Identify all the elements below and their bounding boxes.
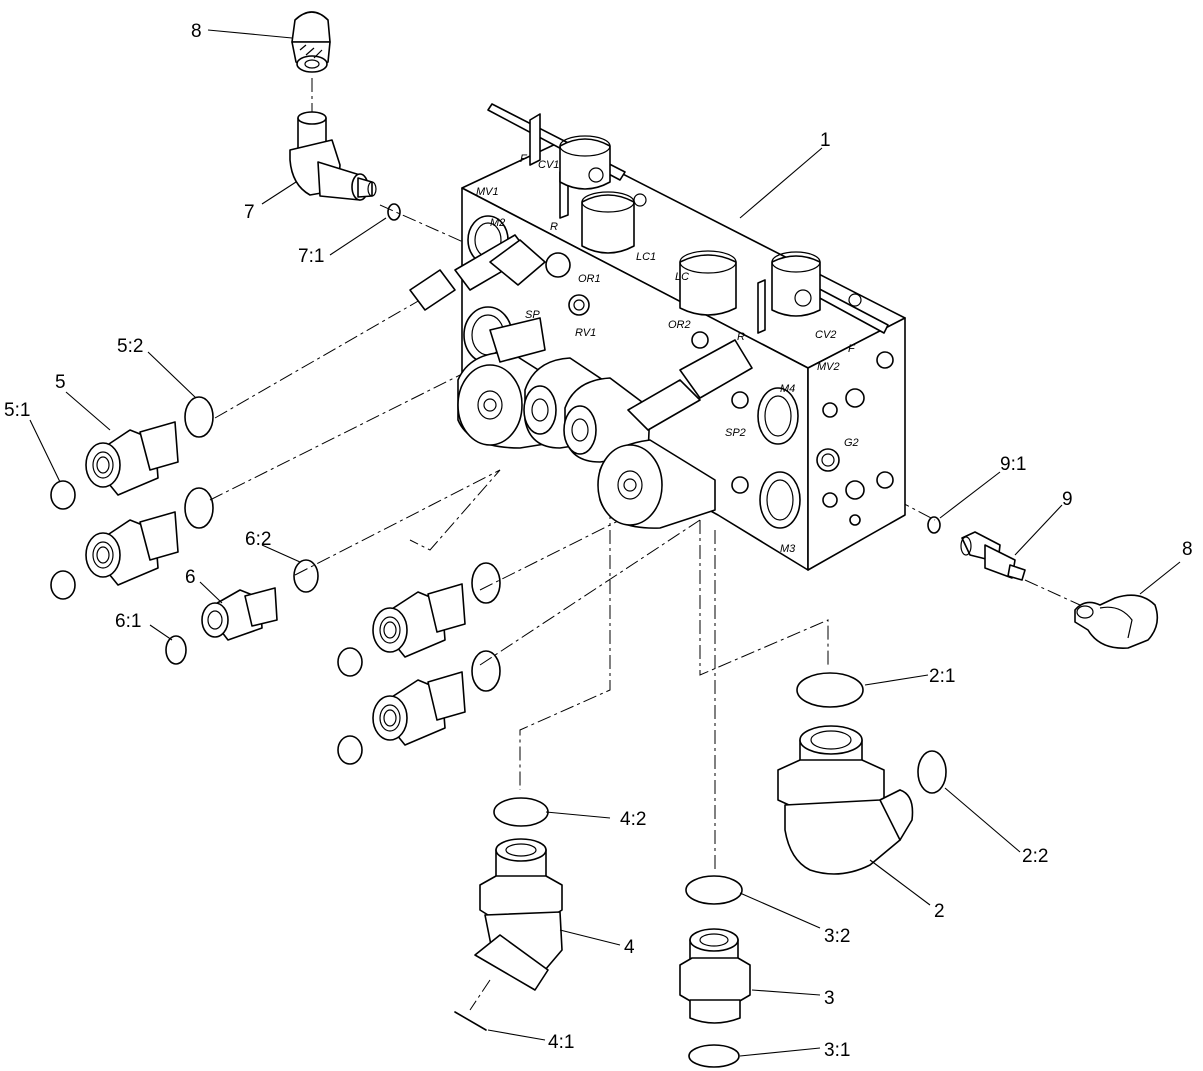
elbow-fitting-2 (777, 725, 914, 875)
port-label-or2: OR2 (668, 319, 691, 331)
port-label-lc2: LC (675, 271, 689, 283)
port-label-sp2: SP2 (725, 427, 746, 439)
o-ring-2-1 (796, 672, 864, 708)
o-ring-6-1 (165, 635, 187, 665)
dust-cap-top (291, 11, 331, 73)
callout-1: 1 (820, 130, 831, 151)
o-ring-4-2 (493, 797, 549, 827)
dust-cap-right (1074, 594, 1159, 649)
callout-5-2: 5:2 (117, 336, 143, 357)
o-ring-3-2 (685, 875, 743, 905)
o-ring-7-1 (387, 203, 401, 221)
callout-2: 2 (934, 901, 945, 922)
o-ring-extra-b-2 (471, 650, 501, 692)
port-labels: MV1 M2 F CV1 R LC1 LC OR1 RV1 SP OR2 R C… (476, 153, 859, 555)
o-ring-extra-a-2 (471, 562, 501, 604)
port-label-f1: F (520, 153, 528, 165)
straight-fitting-5b (85, 511, 179, 586)
port-label-or1: OR1 (578, 273, 601, 285)
callout-9-1: 9:1 (1000, 454, 1026, 475)
test-port-9 (960, 531, 1026, 581)
o-ring-9-1 (927, 516, 941, 534)
elbow-fitting-4 (474, 838, 563, 991)
port-label-g2: G2 (844, 437, 859, 449)
port-label-r2: R (737, 331, 745, 343)
straight-fitting-6 (201, 587, 278, 641)
port-label-mv2: MV2 (817, 361, 840, 373)
straight-fitting-extra-b (372, 671, 466, 746)
callout-5: 5 (55, 372, 66, 393)
o-ring-6-2 (293, 559, 319, 593)
pin-4-1 (454, 1011, 487, 1031)
callout-2-1: 2:1 (929, 666, 955, 687)
o-ring-5-1 (50, 480, 76, 510)
port-label-r1: R (550, 221, 558, 233)
callout-7-1: 7:1 (298, 246, 324, 267)
center-lines (209, 78, 1081, 1011)
elbow-fitting-7 (289, 111, 377, 201)
port-label-lc1: LC1 (636, 251, 656, 263)
o-ring-5-2 (184, 396, 214, 438)
callout-3-1: 3:1 (824, 1040, 850, 1061)
port-label-sp1: SP (525, 309, 540, 321)
callout-6: 6 (185, 567, 196, 588)
callout-3-2: 3:2 (824, 926, 850, 947)
callout-8-top: 8 (191, 21, 202, 42)
port-label-cv2: CV2 (815, 329, 836, 341)
callout-8-right: 8 (1182, 539, 1193, 560)
o-ring-5b-1 (50, 570, 76, 600)
port-label-f2: F (848, 343, 856, 355)
manifold-block (409, 103, 906, 571)
callout-9: 9 (1062, 489, 1073, 510)
o-ring-3-1 (688, 1044, 740, 1068)
port-label-m3: M3 (780, 543, 796, 555)
port-label-m4: M4 (780, 383, 795, 395)
callout-4-2: 4:2 (620, 809, 646, 830)
callout-6-2: 6:2 (245, 529, 271, 550)
o-ring-extra-b-1 (337, 735, 363, 765)
callout-6-1: 6:1 (115, 611, 141, 632)
port-label-cv1: CV1 (538, 159, 559, 171)
callout-5-1: 5:1 (4, 400, 30, 421)
straight-fitting-3 (679, 928, 751, 1024)
port-label-mv1: MV1 (476, 186, 499, 198)
o-ring-5b-2 (184, 487, 214, 529)
port-label-rv1: RV1 (575, 327, 596, 339)
callout-2-2: 2:2 (1022, 846, 1048, 867)
o-ring-2-2 (917, 750, 947, 794)
callout-labels: 8 7 7:1 1 5:2 5 5:1 6:2 6 6:1 9:1 9 8 2:… (4, 21, 1193, 1061)
leader-lines (29, 29, 1181, 1057)
callout-4-1: 4:1 (548, 1032, 574, 1053)
callout-4: 4 (624, 937, 635, 958)
straight-fitting-extra-a (372, 583, 466, 658)
callout-3: 3 (824, 988, 835, 1009)
port-label-m2: M2 (490, 217, 505, 229)
o-ring-extra-a-1 (337, 647, 363, 677)
straight-fitting-5 (85, 421, 179, 496)
callout-7: 7 (244, 202, 255, 223)
